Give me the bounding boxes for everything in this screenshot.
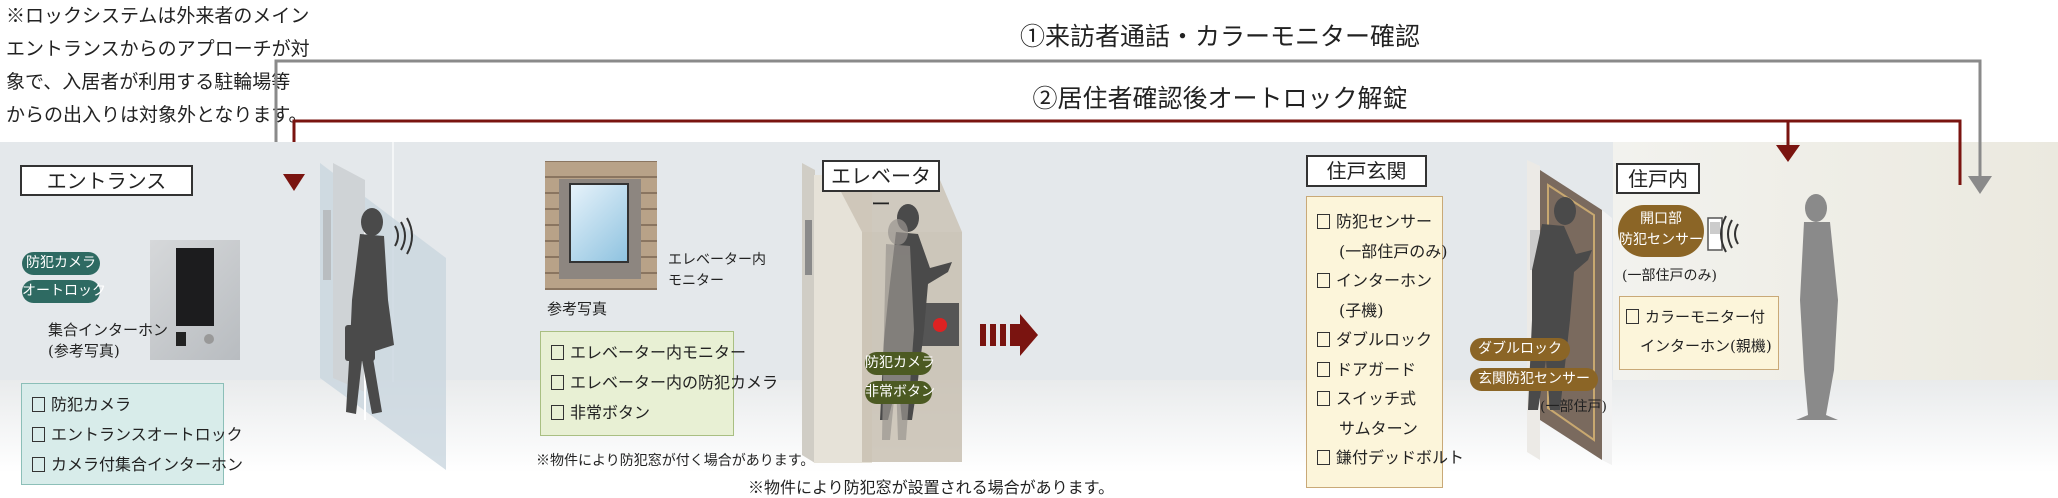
resident-silhouette-entrance [345, 208, 394, 414]
item-label: カラーモニター付 [1645, 308, 1766, 326]
elevator-title: エレベーター [822, 160, 940, 216]
unit-entrance-checklist: 防犯センサー (一部住戸のみ) インターホン (子機) ダブルロック ドアガード… [1306, 196, 1464, 488]
entrance-marker-icon [283, 174, 305, 191]
item-label: 鎌付デッドボルト [1336, 448, 1465, 467]
note-line: ※ロックシステムは外来者のメイン [6, 5, 310, 27]
label-line: モニター [668, 273, 724, 289]
unit-entrance-title: 住戸玄関 [1306, 155, 1427, 187]
checklist-item: インターホン [1317, 266, 1432, 296]
photo-caption: 参考写真 [547, 300, 608, 318]
note-line: エントランスからのアプローチが対 [6, 38, 310, 60]
flow-title-unlock: ②居住者確認後オートロック解錠 [1032, 84, 1408, 113]
checkbox-icon [32, 457, 45, 472]
checkbox-icon [551, 375, 564, 390]
visitor-call-arrowhead-icon [1968, 176, 1992, 194]
visitor-call-line [274, 59, 1982, 180]
checkbox-icon [32, 427, 45, 442]
elevator-monitor-label: エレベーター内 モニター [668, 250, 766, 292]
item-label: ドアガード [1336, 359, 1417, 379]
checklist-item: 防犯カメラ [32, 390, 213, 420]
tag-double-lock: ダブルロック [1470, 338, 1570, 361]
item-label: 防犯カメラ [51, 395, 132, 414]
checkbox-icon [551, 345, 564, 360]
checklist-item: スイッチ式 [1317, 384, 1432, 414]
caption-line: (参考写真) [48, 342, 120, 360]
checkbox-icon [1317, 273, 1330, 288]
checklist-item: カメラ付集合インターホン [32, 450, 243, 480]
emergency-button-icon [933, 318, 947, 332]
lock-system-note: ※ロックシステムは外来者のメイン エントランスからのアプローチが対 象で、入居者… [6, 0, 346, 132]
tag-emergency-button: 非常ボタン [865, 381, 935, 404]
checkbox-icon [1317, 214, 1330, 229]
elevator-hall-checklist: エレベーター内モニター エレベーター内の防犯カメラ 非常ボタン [540, 331, 778, 436]
floor [0, 380, 2058, 496]
tag-note: (一部住戸) [1540, 399, 1607, 415]
item-label: 非常ボタン [570, 403, 651, 422]
resident-silhouette-interior [1796, 194, 1838, 420]
unit-interior-checklist: カラーモニター付 インターホン(親機) [1619, 296, 1779, 370]
checklist-item: カラーモニター付 [1626, 303, 1772, 332]
tag-entrance-sensor: 玄関防犯センサー [1470, 368, 1598, 391]
tag-security-camera: 防犯カメラ [22, 252, 100, 275]
checklist-item: ドアガード [1317, 355, 1432, 385]
flow-title-visitor-call: ①来訪者通話・カラーモニター確認 [1019, 22, 1421, 51]
intercom-photo [150, 240, 240, 360]
elevator-footnote: ※物件により防犯窓が設置される場合があります。 [748, 478, 1115, 497]
resident-silhouette-door [1528, 197, 1592, 410]
elevator-monitor-photo [545, 161, 657, 290]
checklist-item: エントランスオートロック [32, 420, 243, 450]
note-line: 象で、入居者が利用する駐輪場等 [6, 71, 291, 93]
checkbox-icon [32, 397, 45, 412]
checklist-item: ダブルロック [1317, 325, 1432, 355]
intercom-photo-caption: 集合インターホン (参考写真) [48, 320, 168, 362]
entrance-title: エントランス [20, 165, 193, 196]
item-label: エレベーター内モニター [570, 343, 747, 362]
checklist-item: エレベーター内モニター [551, 338, 746, 368]
checkbox-icon [1317, 450, 1330, 465]
tag-opening-sensor: 開口部 防犯センサー [1618, 205, 1704, 257]
item-label: ダブルロック [1336, 330, 1433, 349]
label-line: エレベーター内 [668, 252, 766, 268]
proceed-arrow-icon [980, 314, 1038, 356]
checkbox-icon [1626, 309, 1639, 324]
tag-auto-lock: オートロック [22, 280, 106, 303]
item-label: スイッチ式 [1336, 389, 1417, 408]
unlock-line [292, 119, 1962, 185]
tag-security-camera: 防犯カメラ [865, 352, 935, 375]
item-label: 防犯センサー [1336, 212, 1433, 231]
item-label: インターホン [1336, 271, 1433, 290]
note-line: からの出入りは対象外となります。 [6, 104, 308, 126]
checklist-item: 鎌付デッドボルト [1317, 443, 1464, 473]
item-label: エレベーター内の防犯カメラ [570, 373, 779, 392]
entrance-checklist: 防犯カメラ エントランスオートロック カメラ付集合インターホン [21, 383, 243, 485]
tag-line: 開口部 [1640, 211, 1682, 227]
checkbox-icon [1317, 391, 1330, 406]
item-sub-label: インターホン(親機) [1640, 337, 1772, 355]
item-label: カメラ付集合インターホン [51, 455, 244, 474]
item-sub-label: (一部住戸のみ) [1339, 241, 1448, 261]
item-sub-label: サムターン [1339, 418, 1418, 438]
checkbox-icon [1317, 332, 1330, 347]
checkbox-icon [551, 405, 564, 420]
unlock-arrowhead-icon [1776, 145, 1800, 162]
unit-interior-title: 住戸内 [1616, 163, 1700, 194]
caption-line: 集合インターホン [48, 321, 169, 339]
elevator-hall-footnote: ※物件により防犯窓が付く場合があります。 [536, 453, 815, 469]
item-label: エントランスオートロック [51, 425, 243, 444]
tag-line: 防犯センサー [1619, 232, 1703, 248]
checklist-item: 非常ボタン [551, 398, 723, 428]
checkbox-icon [1317, 361, 1330, 377]
checklist-item: エレベーター内の防犯カメラ [551, 368, 778, 398]
tag-note: (一部住戸のみ) [1622, 268, 1717, 284]
checklist-item: 防犯センサー [1317, 207, 1432, 237]
item-sub-label: (子機) [1339, 300, 1384, 320]
